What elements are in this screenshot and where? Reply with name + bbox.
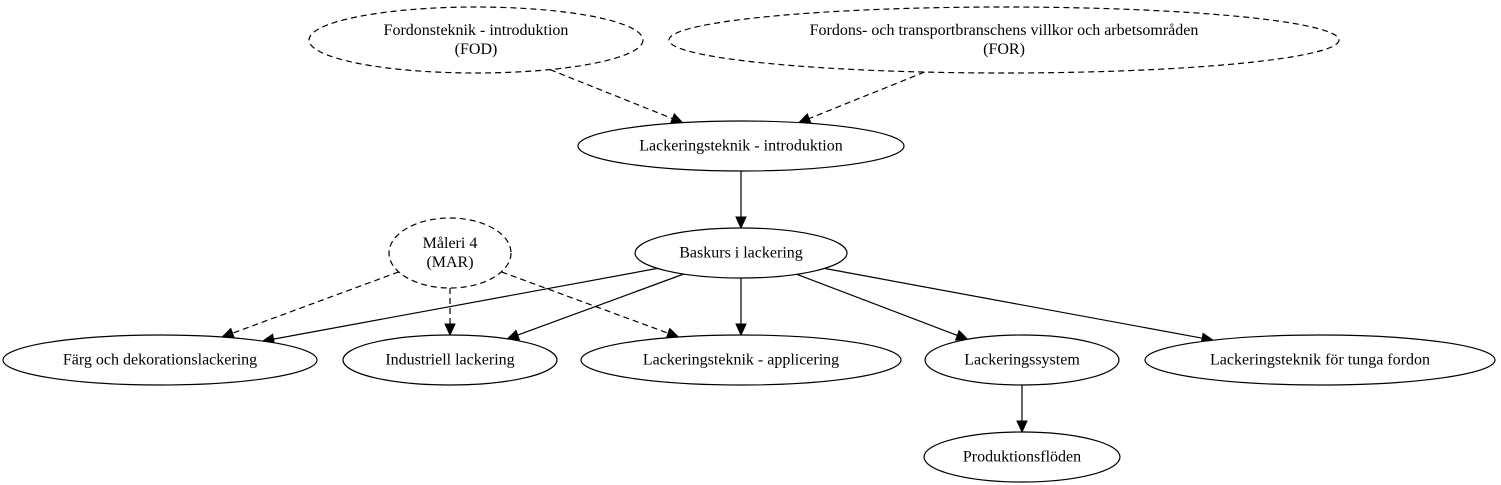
node-label: Fordons- och transportbranschens villkor… bbox=[810, 22, 1199, 39]
arrowhead bbox=[735, 323, 747, 337]
edge-line bbox=[273, 267, 658, 340]
edge-baskurs-to-applicering bbox=[735, 278, 747, 337]
edge-line bbox=[796, 273, 958, 336]
edge-line bbox=[232, 271, 399, 334]
node-ellipse bbox=[2, 334, 318, 386]
arrowhead bbox=[954, 329, 969, 341]
node-ellipse bbox=[634, 227, 848, 279]
node-tunga: Lackeringsteknik för tunga fordon bbox=[1144, 334, 1496, 386]
node-label: Lackeringsteknik - introduktion bbox=[639, 138, 843, 155]
edge-system-to-produktion bbox=[1016, 385, 1028, 434]
node-fod: Fordonsteknik - introduktion (FOD) bbox=[308, 6, 644, 74]
node-label: Baskurs i lackering bbox=[679, 245, 803, 262]
arrowhead bbox=[735, 216, 747, 230]
node-ellipse bbox=[924, 334, 1120, 386]
edge-intro-to-baskurs bbox=[735, 171, 747, 230]
edges-layer bbox=[221, 69, 1215, 434]
edge-mar-to-industriell bbox=[444, 288, 456, 337]
node-mar: Måleri 4 (MAR) bbox=[388, 217, 512, 289]
node-code-label: (MAR) bbox=[426, 254, 473, 271]
edge-mar-to-applicering bbox=[501, 271, 680, 339]
node-farg: Färg och dekorationslackering bbox=[2, 334, 318, 386]
node-applicering: Lackeringsteknik - applicering bbox=[580, 334, 902, 386]
node-label: Lackeringssystem bbox=[964, 352, 1080, 369]
nodes-layer: Fordonsteknik - introduktion(FOD)Fordons… bbox=[2, 6, 1496, 483]
edge-line bbox=[824, 267, 1203, 339]
arrowhead bbox=[669, 112, 684, 124]
node-ellipse bbox=[577, 120, 905, 172]
node-code-label: (FOR) bbox=[983, 41, 1025, 58]
edge-line bbox=[517, 273, 685, 336]
node-code-label: (FOD) bbox=[455, 41, 498, 58]
arrowhead bbox=[506, 329, 521, 341]
node-ellipse bbox=[1144, 334, 1496, 386]
node-ellipse bbox=[308, 6, 644, 74]
node-produktion: Produktionsflöden bbox=[923, 431, 1121, 483]
node-label: Måleri 4 bbox=[423, 235, 478, 252]
node-label: Färg och dekorationslackering bbox=[63, 352, 257, 369]
node-ellipse bbox=[342, 334, 558, 386]
node-intro: Lackeringsteknik - introduktion bbox=[577, 120, 905, 172]
edge-mar-to-farg bbox=[221, 271, 399, 339]
node-ellipse bbox=[923, 431, 1121, 483]
edge-line bbox=[808, 71, 925, 120]
node-ellipse bbox=[668, 6, 1340, 74]
node-baskurs: Baskurs i lackering bbox=[634, 227, 848, 279]
node-industriell: Industriell lackering bbox=[342, 334, 558, 386]
arrowhead bbox=[1016, 420, 1028, 434]
edge-fod-to-intro bbox=[549, 69, 684, 124]
edge-line bbox=[501, 271, 669, 334]
arrowhead bbox=[797, 112, 812, 124]
node-system: Lackeringssystem bbox=[924, 334, 1120, 386]
edge-line bbox=[549, 69, 673, 120]
node-label: Produktionsflöden bbox=[963, 449, 1081, 466]
node-label: Fordonsteknik - introduktion bbox=[384, 22, 569, 39]
node-ellipse bbox=[388, 217, 512, 289]
edge-for-to-intro bbox=[797, 71, 925, 124]
node-for: Fordons- och transportbranschens villkor… bbox=[668, 6, 1340, 74]
node-label: Lackeringsteknik för tunga fordon bbox=[1210, 352, 1430, 369]
node-label: Industriell lackering bbox=[385, 352, 514, 369]
node-label: Lackeringsteknik - applicering bbox=[643, 352, 839, 369]
arrowhead bbox=[444, 323, 456, 337]
node-ellipse bbox=[580, 334, 902, 386]
edge-baskurs-to-tunga bbox=[824, 267, 1215, 344]
edge-baskurs-to-system bbox=[796, 273, 969, 341]
